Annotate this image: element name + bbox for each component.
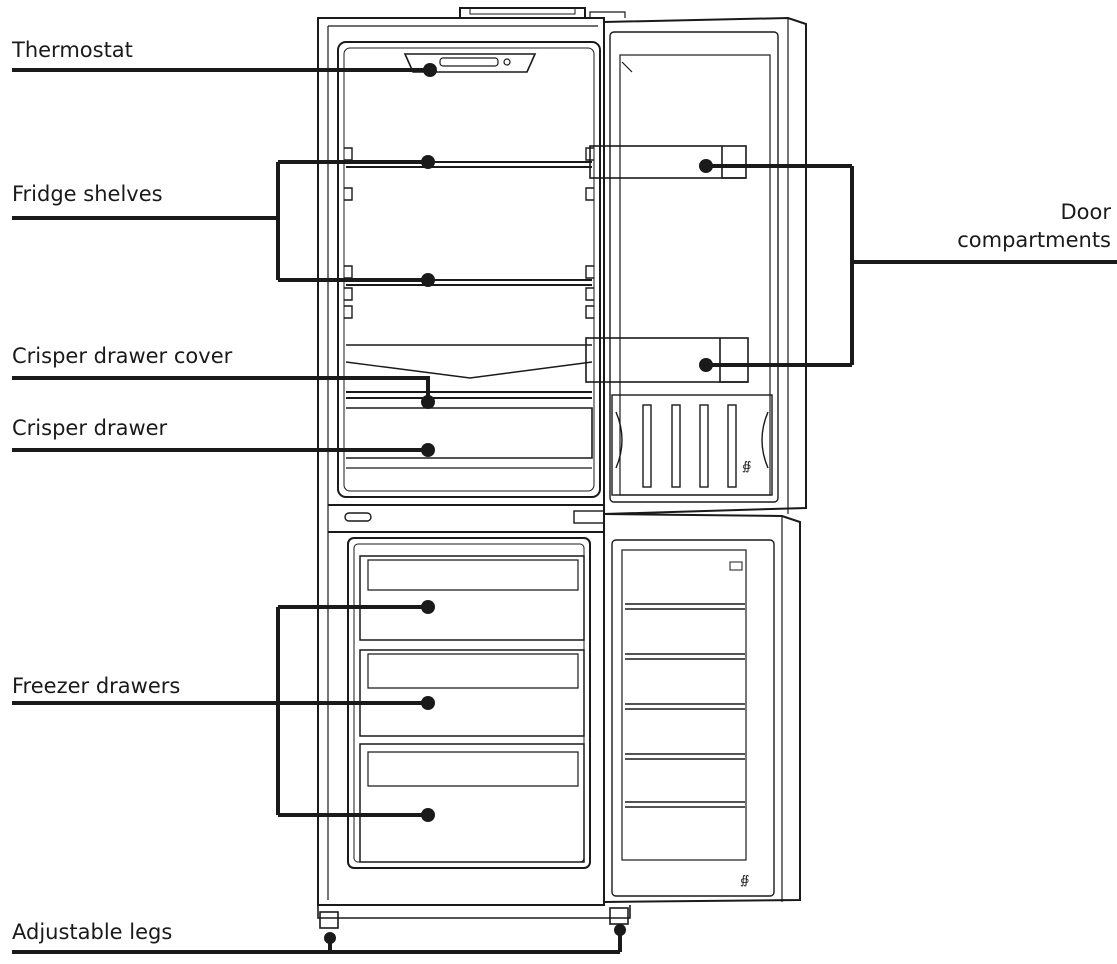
cabinet-outline [317, 17, 605, 906]
freezer-door-shelves [625, 603, 745, 808]
label-crisper-drawer: Crisper drawer [12, 416, 168, 440]
dot-freezer-drawer-2 [421, 696, 435, 710]
dot-freezer-drawer-1 [421, 600, 435, 614]
fridge-door-outline [603, 16, 807, 515]
cabinet-base [317, 905, 631, 919]
svg-text:∯: ∯ [742, 459, 752, 473]
label-thermostat: Thermostat [12, 38, 133, 62]
door-bottle-rack: ∯ [611, 394, 773, 496]
dot-thermostat [423, 63, 437, 77]
dot-shelf-lower [421, 273, 435, 287]
leg-left [319, 911, 339, 929]
freezer-drawer-2-lines [359, 649, 585, 737]
cabinet-inner-edge [327, 25, 598, 900]
door-compartment-lower [585, 337, 749, 383]
dot-leg-right [614, 924, 626, 936]
dot-door-compartment-upper [699, 159, 713, 173]
label-adjustable-legs: Adjustable legs [12, 920, 173, 944]
leader-crisper-cover [12, 376, 430, 402]
top-hinge [459, 7, 586, 18]
freezer-drawer-1-lines [359, 555, 585, 641]
label-door-compartments-line2: compartments [957, 228, 1111, 252]
fridge-compartment [337, 41, 601, 498]
leg-right [609, 907, 629, 925]
label-fridge-shelves: Fridge shelves [12, 182, 163, 206]
dot-freezer-drawer-3 [421, 808, 435, 822]
dot-crisper-cover [421, 395, 435, 409]
svg-text:∯: ∯ [740, 873, 750, 887]
dot-leg-left [324, 932, 336, 944]
callout-dots [324, 63, 713, 944]
dot-crisper-drawer [421, 443, 435, 457]
crisper-drawer-outline [346, 407, 593, 459]
dot-door-compartment-lower [699, 358, 713, 372]
label-crisper-drawer-cover: Crisper drawer cover [12, 344, 233, 368]
leader-fridge-shelves [12, 160, 428, 282]
crisper-cover [345, 344, 593, 379]
thermostat-housing [403, 53, 537, 73]
compartment-divider [328, 504, 604, 533]
label-door-compartments-line1: Door [1060, 200, 1111, 224]
shelf-supports [344, 147, 594, 319]
freezer-drawer-3-lines [359, 743, 585, 863]
label-freezer-drawers: Freezer drawers [12, 674, 181, 698]
leader-freezer-drawers [12, 605, 428, 817]
dot-shelf-upper [421, 155, 435, 169]
leader-door-compartments [706, 164, 1117, 367]
door-compartment-upper [589, 145, 747, 179]
freezer-door-outline [603, 513, 801, 903]
leader-lines [12, 68, 1117, 954]
